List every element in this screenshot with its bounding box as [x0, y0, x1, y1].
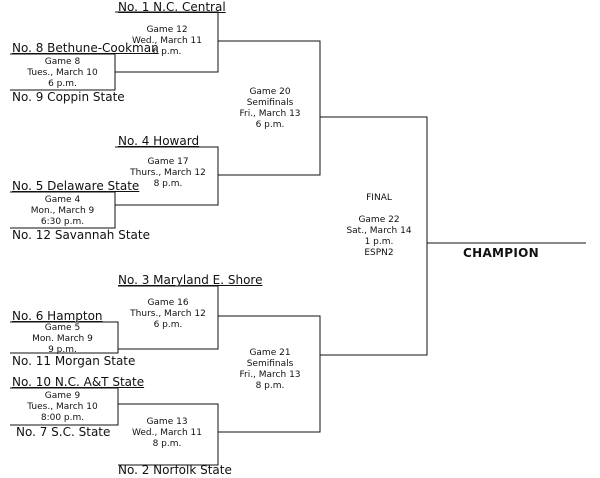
champion-label: CHAMPION	[463, 246, 539, 260]
team-nc-central: No. 1 N.C. Central	[118, 0, 226, 14]
game-5-info: Game 5 Mon. March 9 9 p.m.	[32, 323, 93, 355]
team-howard: No. 4 Howard	[118, 134, 200, 148]
game-4-info: Game 4 Mon., March 9 6:30 p.m.	[30, 195, 95, 227]
game-8-info: Game 8 Tues., March 10 6 p.m.	[27, 57, 98, 89]
game-16-info: Game 16 Thurs., March 12 6 p.m.	[130, 298, 206, 330]
team-delaware-state: No. 5 Delaware State	[12, 179, 140, 193]
team-morgan-state: No. 11 Morgan State	[12, 354, 136, 368]
game-21-semifinal-info: Game 21 Semifinals Fri., March 13 8 p.m.	[239, 348, 301, 391]
game-12-info: Game 12 Wed., March 11 6 p.m.	[132, 25, 202, 57]
game-9-info: Game 9 Tues., March 10 8:00 p.m.	[27, 391, 98, 423]
team-savannah-state: No. 12 Savannah State	[12, 228, 150, 242]
game-17-info: Game 17 Thurs., March 12 8 p.m.	[130, 157, 206, 189]
game-20-semifinal-info: Game 20 Semifinals Fri., March 13 6 p.m.	[239, 87, 301, 130]
game-22-final-info: FINAL Game 22 Sat., March 14 1 p.m. ESPN…	[340, 193, 418, 259]
final-label: FINAL	[366, 193, 392, 203]
team-norfolk-state: No. 2 Norfolk State	[118, 463, 232, 477]
team-nc-at-state: No. 10 N.C. A&T State	[12, 375, 145, 389]
team-hampton: No. 6 Hampton	[12, 309, 103, 323]
team-coppin-state: No. 9 Coppin State	[12, 90, 125, 104]
team-sc-state: No. 7 S.C. State	[16, 425, 111, 439]
team-bethune-cookman: No. 8 Bethune-Cookman	[12, 41, 159, 55]
team-maryland-eastern-shore: No. 3 Maryland E. Shore	[118, 273, 263, 287]
game-13-info: Game 13 Wed., March 11 8 p.m.	[132, 417, 202, 449]
